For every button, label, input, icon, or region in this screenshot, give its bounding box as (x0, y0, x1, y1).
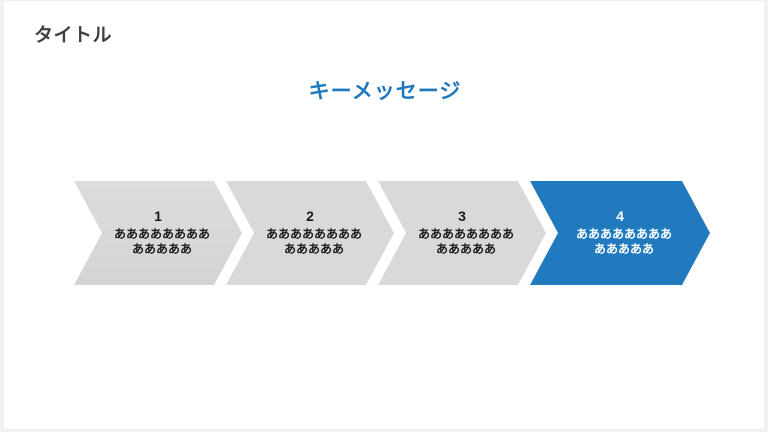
process-step-1-line1: ああああああああ (113, 227, 210, 242)
process-step-4-text: ああああああああ あああああ (530, 227, 710, 257)
process-step-1[interactable]: 1 ああああああああ あああああ (74, 181, 242, 285)
process-step-4-line1: ああああああああ (575, 227, 672, 242)
page-title: タイトル (34, 25, 113, 46)
process-step-3-number: 3 (458, 207, 466, 224)
process-step-2-line1: ああああああああ (265, 227, 362, 242)
process-step-4-line2: あああああ (593, 242, 654, 257)
process-chevron-diagram: 1 ああああああああ あああああ 2 ああああああああ あああああ 3 ああああ… (74, 181, 710, 285)
process-step-4[interactable]: 4 ああああああああ あああああ (530, 181, 710, 285)
process-step-1-text: ああああああああ あああああ (74, 227, 242, 257)
process-step-2-line2: あああああ (283, 242, 344, 257)
process-step-3-line1: ああああああああ (417, 227, 514, 242)
process-step-4-number: 4 (616, 207, 624, 224)
process-step-1-line2: あああああ (131, 242, 192, 257)
process-step-3[interactable]: 3 ああああああああ あああああ (378, 181, 546, 285)
process-step-3-line2: あああああ (435, 242, 496, 257)
process-step-2[interactable]: 2 ああああああああ あああああ (226, 181, 394, 285)
process-step-2-text: ああああああああ あああああ (226, 227, 394, 257)
slide-canvas: タイトル キーメッセージ 1 ああああああああ あああああ 2 ああああああああ… (3, 0, 765, 430)
process-step-2-number: 2 (306, 207, 314, 224)
process-step-3-text: ああああああああ あああああ (378, 227, 546, 257)
process-step-1-number: 1 (154, 207, 162, 224)
key-message-heading: キーメッセージ (308, 80, 462, 103)
